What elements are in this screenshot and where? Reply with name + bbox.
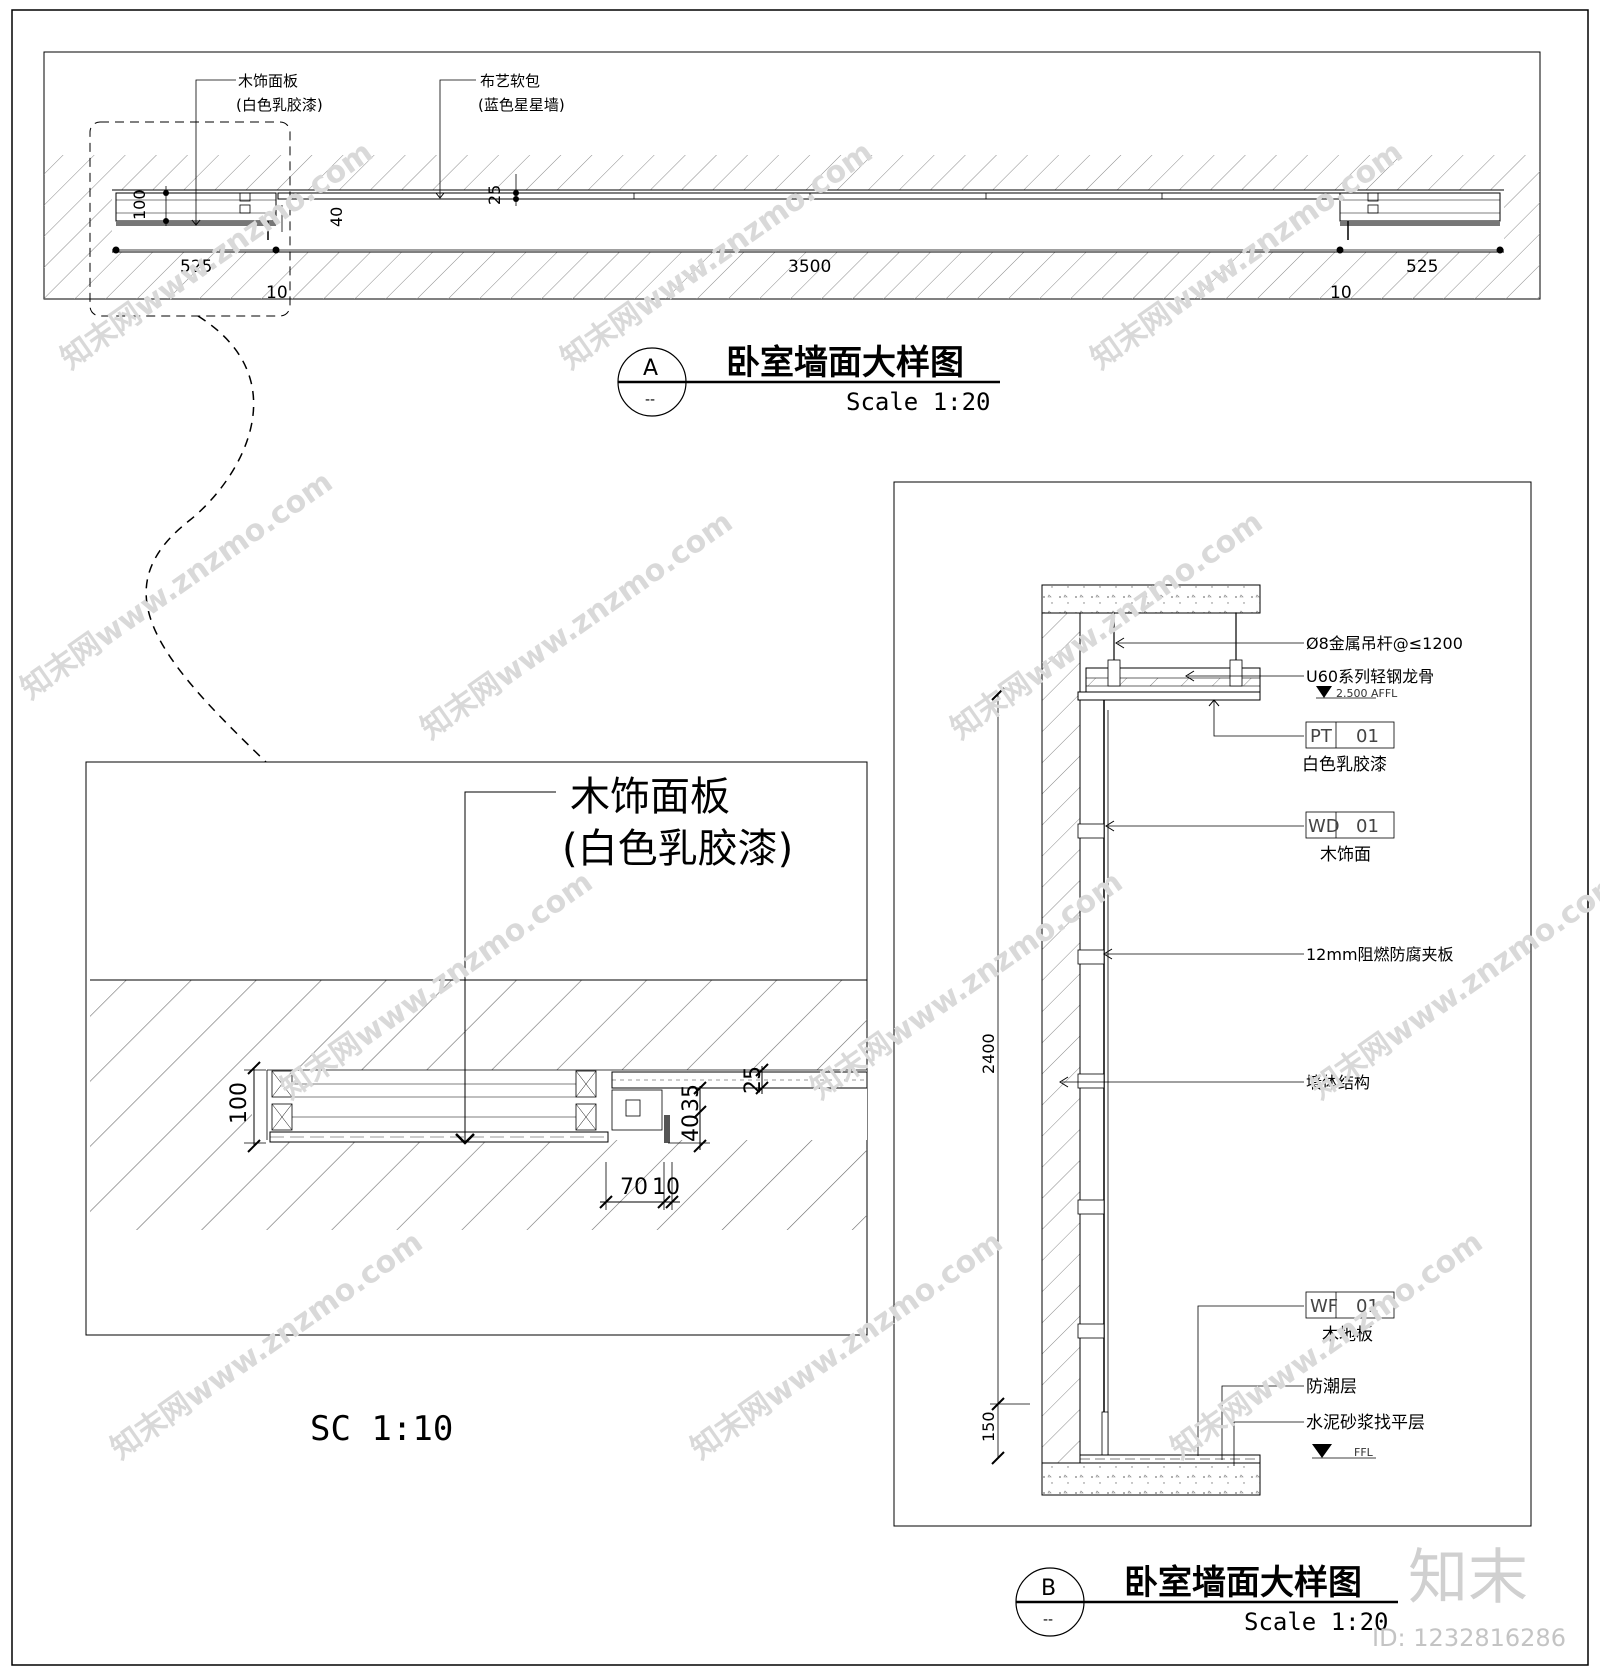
sheet-border: [11, 9, 1589, 1666]
wall-structure: [1041, 612, 1081, 1464]
tag-wd-desc: 木饰面: [1320, 845, 1371, 865]
title-a-scale: Scale 1:20: [846, 388, 991, 416]
tag-wf: [1305, 1291, 1395, 1319]
tag-wf-desc: 木地板: [1322, 1325, 1373, 1345]
enl-dim-70: 70: [620, 1175, 648, 1200]
brand-watermark: 知末: [1408, 1543, 1528, 1613]
enlarged-callout: 木饰面板: [570, 774, 730, 820]
fabric-panel: [277, 192, 1341, 200]
title-b-letter: B: [1041, 1576, 1056, 1601]
callout-wood: 木饰面板: [238, 72, 298, 90]
section-b-frame: [893, 481, 1532, 1527]
label-screed: 水泥砂浆找平层: [1306, 1413, 1425, 1433]
tag-wf-code: WF: [1310, 1296, 1338, 1317]
ceiling-level: 2.500 AFFL: [1336, 687, 1398, 700]
callout-fabric-sub: (蓝色星星墙): [478, 96, 565, 114]
dim-525-left: 525: [180, 257, 212, 277]
enl-dim-10: 10: [652, 1175, 680, 1200]
enlarged-detail: 木饰面板 (白色乳胶漆) 100 25 40 35 70 10 SC 1:10: [85, 761, 868, 1449]
dim-150: 150: [979, 1411, 998, 1442]
callout-wood-sub: (白色乳胶漆): [236, 96, 323, 114]
title-b-sheet: --: [1043, 1612, 1053, 1628]
watermark-text: 知末网www.znzmo.com: [15, 465, 340, 707]
image-id: ID: 1232816286: [1372, 1624, 1566, 1652]
label-keel: U60系列轻钢龙骨: [1306, 667, 1434, 686]
tag-pt-desc: 白色乳胶漆: [1302, 755, 1387, 775]
watermark-text: 知末网www.znzmo.com: [685, 1225, 1010, 1467]
label-moisture: 防潮层: [1306, 1377, 1357, 1397]
enl-dim-35: 35: [679, 1084, 704, 1112]
enl-dim-100: 100: [227, 1082, 252, 1124]
zoom-leader: [145, 315, 267, 763]
label-rod: Ø8金属吊杆@≤1200: [1306, 634, 1463, 653]
dim-40: 40: [327, 207, 346, 227]
floor-slab: [1041, 1462, 1261, 1496]
title-a-letter: A: [643, 356, 658, 381]
tag-pt: [1305, 721, 1395, 749]
dim-525-right: 525: [1406, 257, 1438, 277]
label-plywood: 12mm阻燃防腐夹板: [1306, 945, 1454, 964]
detail-a: 100 40 25 525 3500 525 10 10 木饰面板 (白色乳胶漆…: [43, 51, 1541, 417]
tag-pt-num: 01: [1356, 726, 1379, 747]
section-b: 2400 150 2.500 AFFL FFL PT 01 白色乳胶漆 WD: [893, 481, 1532, 1637]
title-a-name: 卧室墙面大样图: [726, 343, 964, 383]
tag-wd: [1305, 811, 1395, 839]
dim-3500: 3500: [788, 257, 831, 277]
dim-10-right: 10: [1330, 283, 1352, 303]
enl-dim-25: 25: [741, 1066, 766, 1094]
dim-25: 25: [485, 185, 504, 205]
title-b-scale: Scale 1:20: [1244, 1608, 1389, 1636]
tag-wd-code: WD: [1308, 816, 1340, 837]
wall-cavity: [112, 190, 1504, 252]
dim-2400: 2400: [979, 1033, 998, 1074]
enlarged-callout-sub: (白色乳胶漆): [562, 826, 793, 872]
label-wall: 墙体结构: [1306, 1073, 1370, 1092]
enlarged-scale: SC 1:10: [310, 1409, 453, 1449]
floor-level: FFL: [1354, 1446, 1374, 1459]
dim-100: 100: [130, 189, 149, 220]
watermark-text: 知末网www.znzmo.com: [415, 505, 740, 747]
dim-10-left: 10: [266, 283, 288, 303]
tag-wf-num: 01: [1356, 1296, 1379, 1317]
detail-zoom-marker: [89, 121, 291, 317]
callout-fabric: 布艺软包: [480, 72, 540, 90]
watermark-text: 知末网www.znzmo.com: [945, 505, 1270, 747]
enl-dim-40: 40: [679, 1114, 704, 1142]
tag-wd-num: 01: [1356, 816, 1379, 837]
title-a-sheet: --: [645, 392, 655, 408]
watermark-text: 知末网www.znzmo.com: [1305, 865, 1600, 1107]
tag-pt-code: PT: [1310, 726, 1333, 747]
title-b-name: 卧室墙面大样图: [1124, 1563, 1362, 1603]
ceiling-slab: [1041, 584, 1261, 614]
